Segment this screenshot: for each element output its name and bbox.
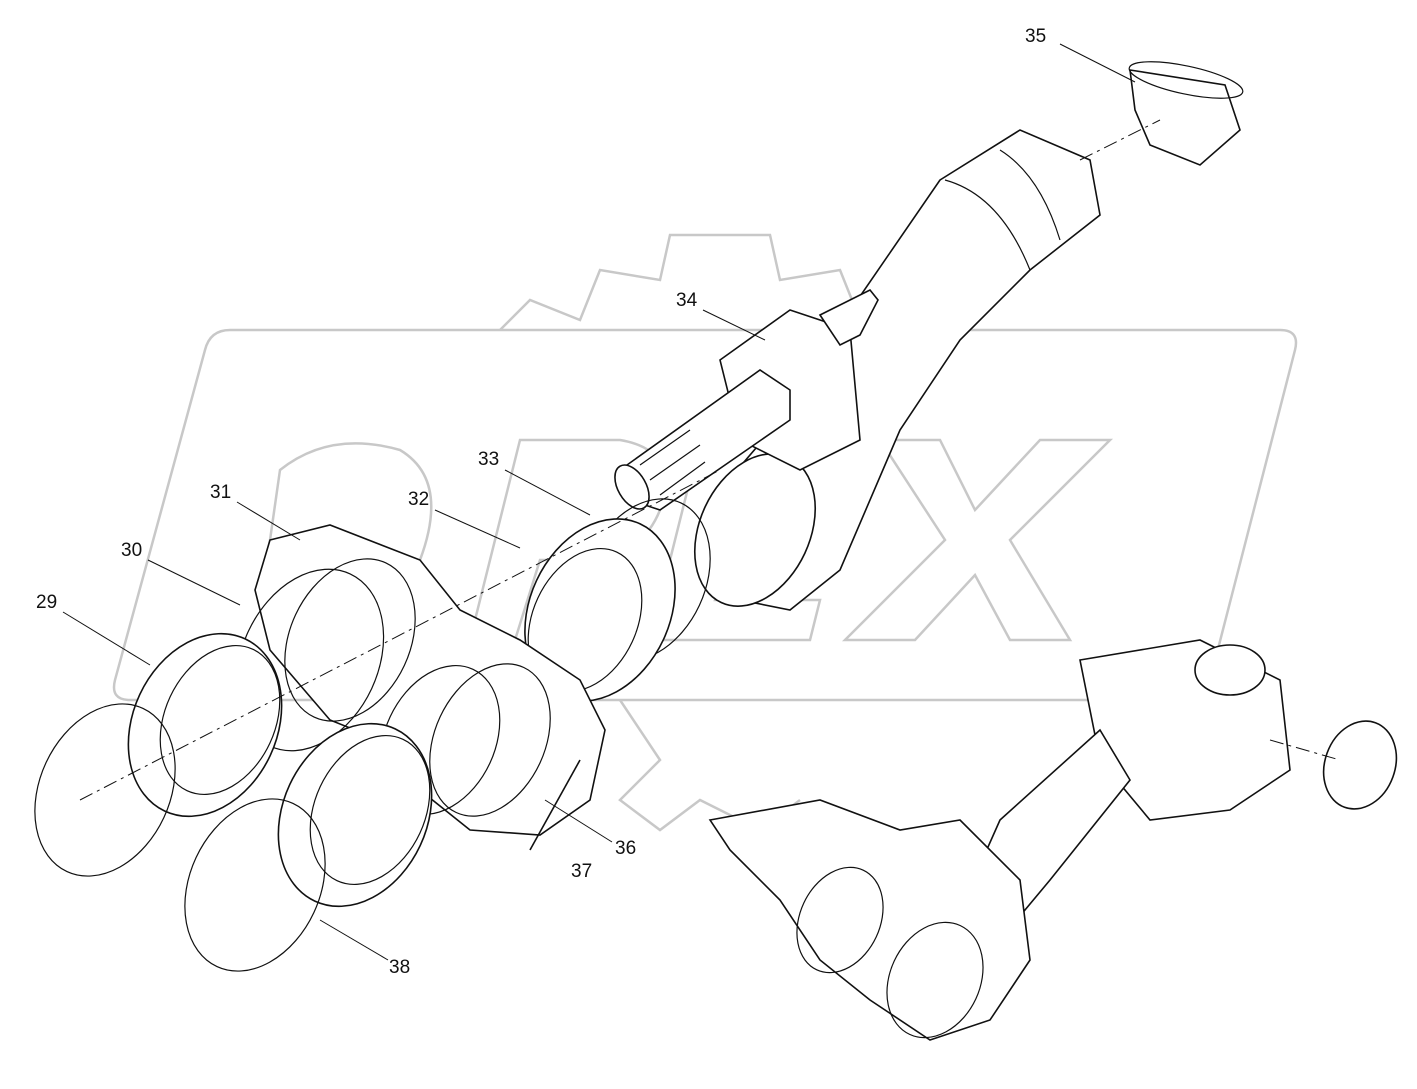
callout-29: 29: [36, 592, 58, 613]
callout-37: 37: [571, 861, 593, 882]
part-31-bracket: [254, 524, 606, 851]
center-axis-line-top: [1079, 119, 1161, 161]
callout-32: 32: [408, 489, 430, 510]
callout-38: 38: [389, 957, 411, 978]
callout-36: 36: [615, 838, 637, 859]
center-axis-line: [79, 469, 721, 801]
callout-34: 34: [676, 290, 698, 311]
center-axis-line-right: [1269, 739, 1341, 761]
callout-31: 31: [210, 482, 232, 503]
part-29-bushing: [127, 632, 433, 908]
part-35-ring: [1128, 61, 1244, 166]
callout-30: 30: [121, 540, 143, 561]
part-38-oring: [34, 703, 326, 972]
axle-assembly: [708, 639, 1398, 1041]
callout-33: 33: [478, 449, 500, 470]
part-32-bushing: [524, 518, 676, 702]
part-34-swing-arm: [614, 129, 1101, 611]
callout-35: 35: [1025, 26, 1047, 47]
leader-lines: [62, 43, 1136, 961]
